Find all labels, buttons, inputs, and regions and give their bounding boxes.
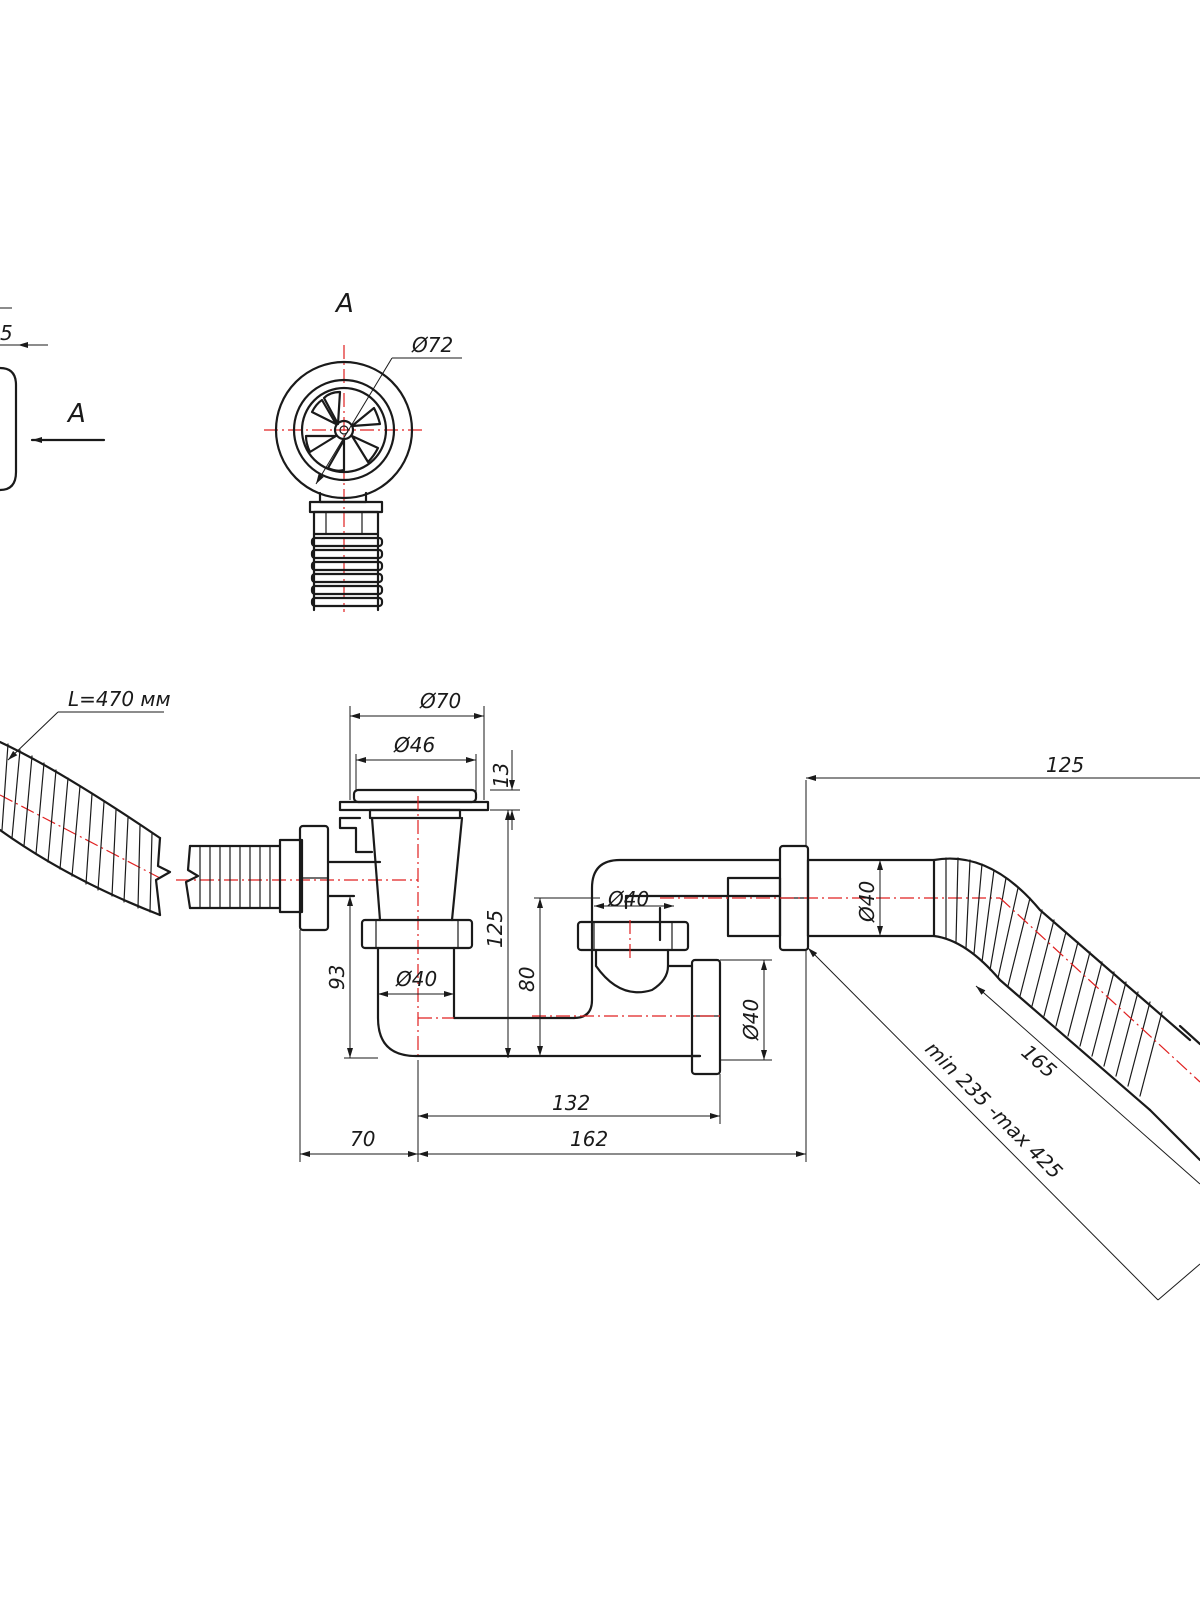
flex-outlet-length-165: 165 [1017,1040,1062,1083]
flex-outlet-length-125: 125 [1046,753,1084,777]
hose-ribs-straight [199,845,271,909]
view-a-arrow-label: A [66,399,86,429]
overall-offset-70: 70 [350,1127,375,1151]
overall-dimensions: 70 162 [299,930,807,1162]
left-fragment-view: 5 A [0,307,106,492]
view-a-title: A [334,289,354,319]
left-fragment-label: 5 [0,321,13,345]
trap-inlet-diameter: Ø40 [607,887,649,911]
flex-outlet-ribs [945,857,1163,1097]
trap-height-80: 80 [515,967,539,992]
flex-outlet-diameter: Ø40 [855,881,879,923]
view-a-drain-top-view: A Ø72 [264,289,462,612]
drain-height-93: 93 [325,965,349,990]
drain-outer-diameter: Ø70 [419,689,461,713]
drain-inner-diameter: Ø46 [393,733,435,757]
view-a-hose-ribs [310,532,384,612]
overall-width-162: 162 [570,1127,608,1151]
drain-height-125: 125 [483,910,507,948]
trap-assembly: Ø40 80 Ø40 132 [418,858,782,1124]
view-a-diameter-label: Ø72 [411,333,453,357]
drain-rim-height: 13 [489,763,513,788]
grate-spokes [304,390,382,472]
drain-outlet-diameter: Ø40 [395,967,437,991]
hose-ribs-bent [1,743,153,913]
trap-side-outlet-diameter: Ø40 [739,999,763,1041]
trap-width-132: 132 [552,1091,590,1115]
drain-assembly: Ø40 Ø70 Ø46 13 125 93 [278,689,702,1060]
overflow-hose: L=470 мм [0,687,418,917]
hose-length-label: L=470 мм [68,687,171,711]
